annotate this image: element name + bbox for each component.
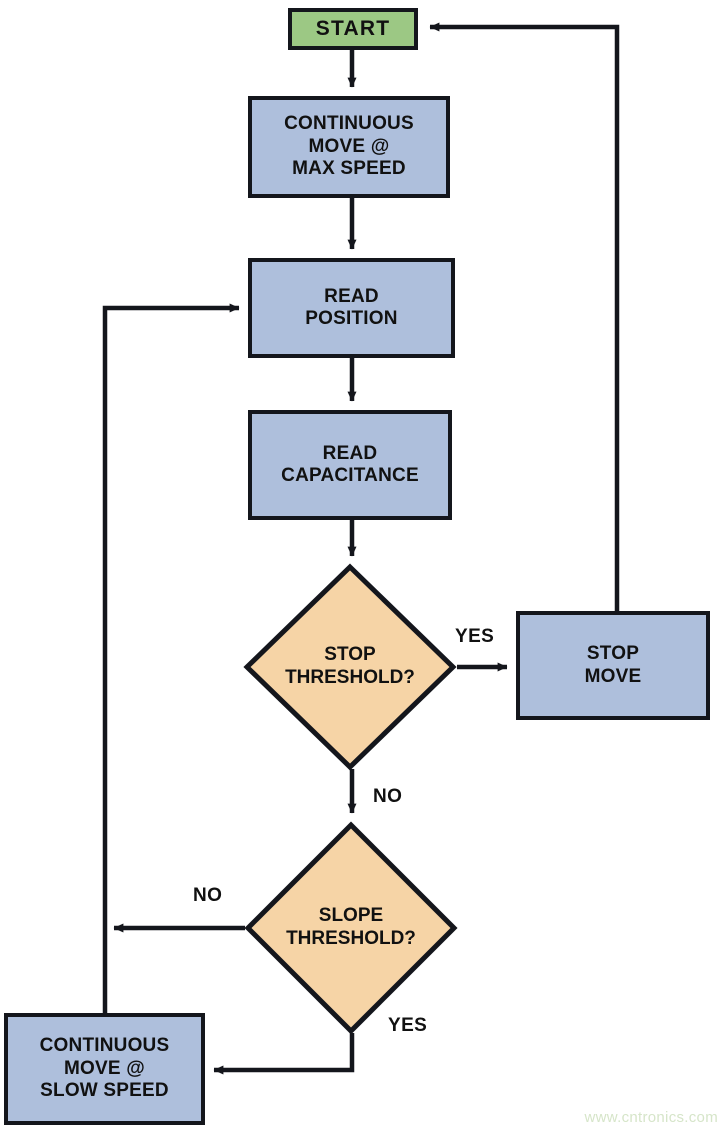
edge-loopback-to-read-position bbox=[102, 303, 240, 1016]
node-start-label: START bbox=[315, 16, 391, 40]
stop-threshold-diamond-shape bbox=[243, 563, 457, 771]
edge-label-stop-threshold-yes: YES bbox=[455, 626, 495, 647]
node-start[interactable]: START bbox=[288, 8, 418, 50]
edge-slope-threshold-yes-to-continuous-slow bbox=[213, 1033, 355, 1075]
watermark: www.cntronics.com bbox=[584, 1109, 718, 1126]
edge-label-slope-threshold-yes: YES bbox=[388, 1015, 428, 1036]
edge-stop-move-to-start bbox=[429, 22, 620, 611]
slope-threshold-diamond-shape bbox=[244, 821, 458, 1035]
edge-label-slope-threshold-no: NO bbox=[193, 885, 223, 906]
edge-label-stop-threshold-no: NO bbox=[373, 786, 403, 807]
